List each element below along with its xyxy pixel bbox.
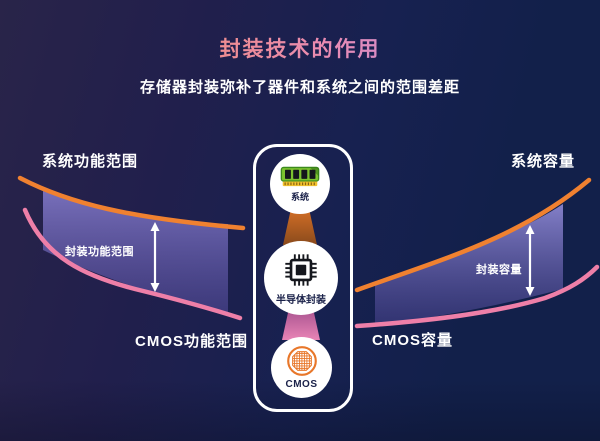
node-cmos-label: CMOS xyxy=(285,379,318,390)
node-package-label: 半导体封装 xyxy=(276,294,326,306)
right-range-arrow xyxy=(525,225,535,296)
left-range-arrow xyxy=(150,222,160,292)
page-title: 封装技术的作用 xyxy=(0,33,600,63)
node-system: 系统 xyxy=(270,154,330,214)
pipeline-capsule xyxy=(253,144,353,412)
right-bottom-label: CMOS容量 xyxy=(372,332,454,349)
right-system-curve xyxy=(354,177,592,293)
node-system-label: 系统 xyxy=(290,191,309,202)
wafer-icon xyxy=(286,346,317,376)
right-top-label: 系统容量 xyxy=(511,153,576,170)
left-system-curve xyxy=(17,175,246,231)
right-band-fill xyxy=(375,204,563,324)
left-bottom-label: CMOS功能范围 xyxy=(135,333,249,350)
ram-icon xyxy=(280,166,320,186)
left-cmos-curve xyxy=(22,207,243,321)
right-cmos-curve xyxy=(354,264,600,329)
right-range-label: 封装容量 xyxy=(476,264,522,276)
node-package: 半导体封装 xyxy=(264,241,338,315)
left-range-label: 封装功能范围 xyxy=(65,246,134,258)
left-top-label: 系统功能范围 xyxy=(42,153,139,170)
node-cmos: CMOS xyxy=(271,337,332,398)
chip-icon xyxy=(285,253,317,286)
page-subtitle: 存储器封装弥补了器件和系统之间的范围差距 xyxy=(139,79,460,96)
